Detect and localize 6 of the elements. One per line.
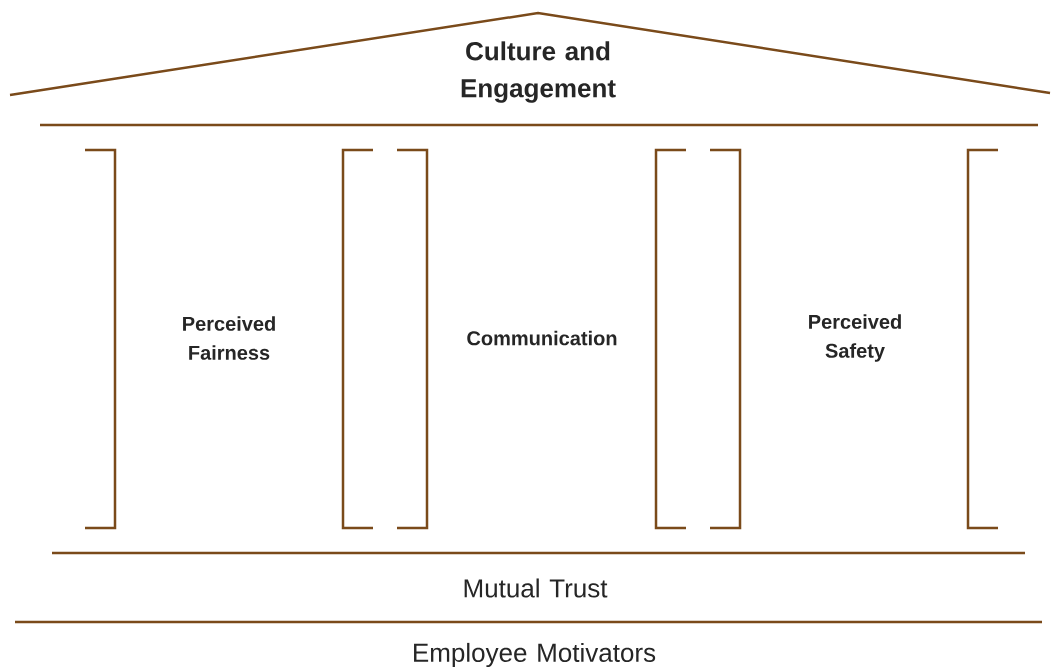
pillar: Perceived Safety [710, 148, 998, 530]
band-label: Employee Motivators [414, 642, 656, 668]
band-label: Mutual Trust [464, 578, 608, 598]
pillar: Perceived Fairness [85, 148, 373, 530]
pillar: Communication [397, 148, 686, 530]
roof: Culture and Engagement [9, 11, 1051, 103]
